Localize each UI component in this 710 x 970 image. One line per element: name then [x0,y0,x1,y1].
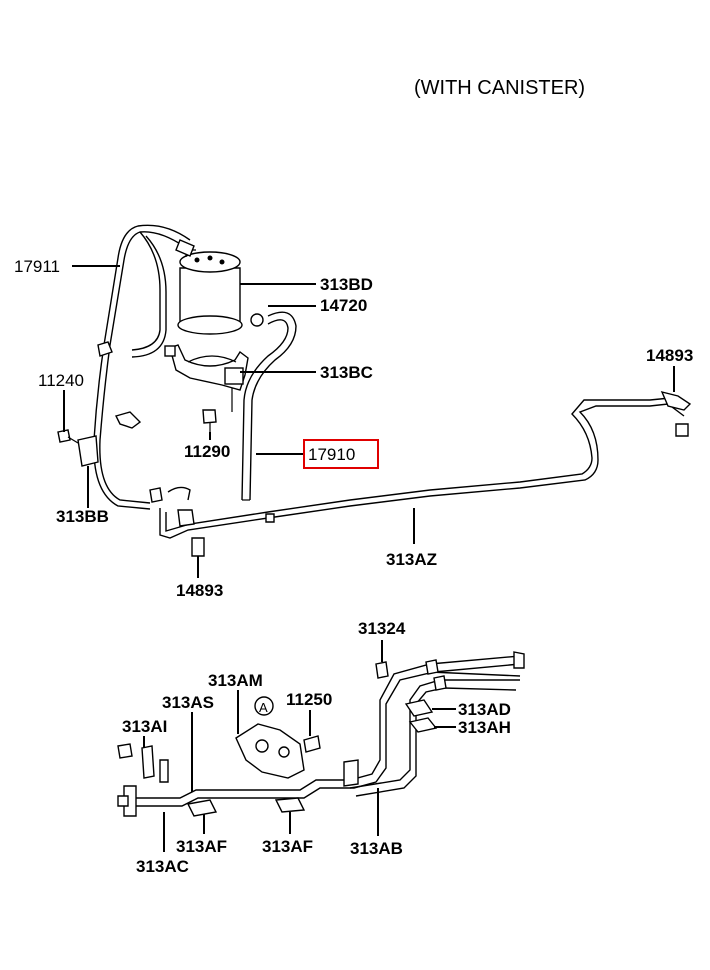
highlight-box [303,439,379,469]
callout-17911: 17911 [14,257,60,276]
callout-313AC: 313AC [136,857,189,876]
callout-313AS: 313AS [162,693,214,712]
lower-small-parts [117,661,438,817]
callout-A: A [259,700,268,715]
callout-14893-top: 14893 [646,346,693,365]
lower-leaders [143,640,456,852]
bolt-11290 [202,409,217,432]
callout-313BC: 313BC [320,363,373,382]
callout-313AF-2: 313AF [262,837,313,856]
upper-leaders [63,265,675,578]
canister [177,249,243,335]
callout-313AI: 313AI [122,717,167,736]
canister-bracket [164,344,249,412]
callout-313AZ: 313AZ [386,550,437,569]
callout-11290: 11290 [184,442,230,461]
callout-313AD: 313AD [458,700,511,719]
callout-313AB: 313AB [350,839,403,858]
brake-lines [117,651,525,817]
hose-clips [57,341,191,503]
hose-17910 [241,311,297,501]
callout-14720: 14720 [320,296,367,315]
diagram-title: (WITH CANISTER) [414,77,585,99]
callout-313AM: 313AM [208,671,263,690]
callout-14893-low: 14893 [176,581,223,600]
callout-313BB: 313BB [56,507,109,526]
callout-313BD: 313BD [320,275,373,294]
callout-313AH: 313AH [458,718,511,737]
proportioning-valve: A [235,696,305,779]
callout-11250: 11250 [286,690,332,709]
callout-313AF-1: 313AF [176,837,227,856]
callout-17910: 17910 [308,445,355,464]
vapor-line-313AZ [159,390,692,557]
callout-11240: 11240 [38,371,84,390]
callout-31324: 31324 [358,619,406,638]
